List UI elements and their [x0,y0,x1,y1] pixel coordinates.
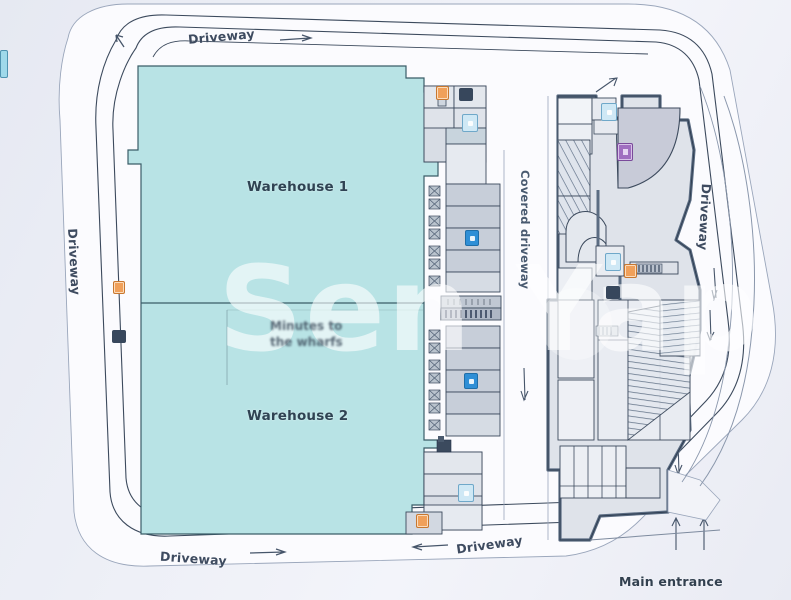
auditorium-marker-icon[interactable] [617,143,633,161]
site-edge-marker-icon[interactable] [0,50,8,78]
warehouse-2-label: Warehouse 2 [247,408,349,424]
service-point-north-icon[interactable] [459,88,473,101]
service-point-office-icon[interactable] [606,286,620,299]
blurred-annotation: Minutes to the wharfs [270,319,343,350]
fire-point-office-icon[interactable] [624,264,637,278]
warehouse-block [127,65,439,535]
lift-office-north-icon[interactable] [601,103,617,121]
lift-mid-dock-icon[interactable] [465,230,479,246]
covered-driveway-label: Covered driveway [518,170,532,290]
service-point-west-icon[interactable] [112,330,126,343]
east-office-complex [546,94,702,542]
lift-office-mid-icon[interactable] [605,253,621,271]
right-slip-road [681,85,755,487]
main-entrance-label: Main entrance [619,574,723,589]
loading-dock-bays [428,183,502,437]
fire-point-south-dock-icon[interactable] [416,514,429,528]
fire-point-north-dock-icon[interactable] [436,86,449,100]
lift-south-dock-icon[interactable] [458,484,474,502]
warehouse-1-label: Warehouse 1 [247,179,349,195]
forecourt [589,469,721,541]
lift-lower-dock-icon[interactable] [464,373,478,389]
fire-point-west-wall-icon[interactable] [113,281,125,294]
lift-north-icon[interactable] [462,114,478,132]
